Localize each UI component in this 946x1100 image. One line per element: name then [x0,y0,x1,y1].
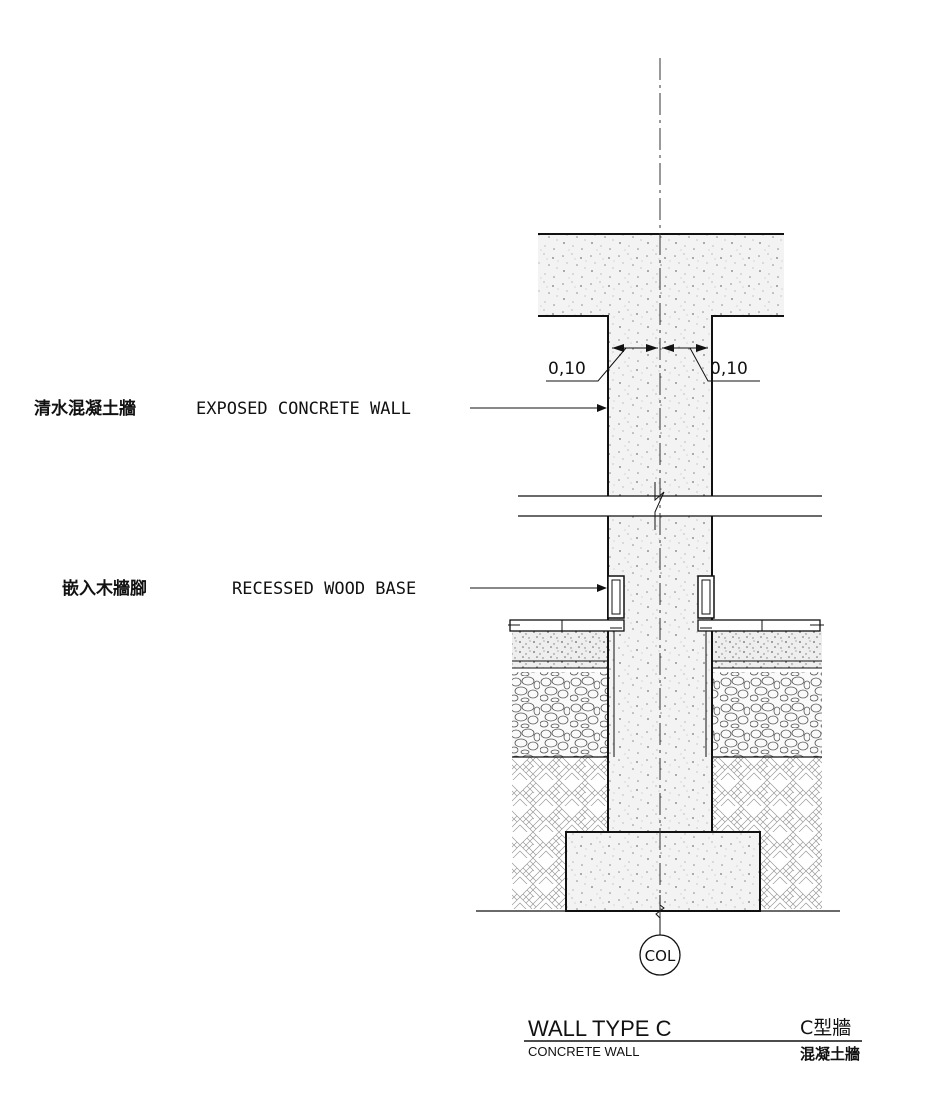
dimension-left: 0,10 [546,344,658,382]
label-recessed-wood-base: 嵌入木牆腳 RECESSED WOOD BASE [62,578,607,599]
break-lines [518,482,822,530]
label-wood-base-en: RECESSED WOOD BASE [232,579,416,599]
title-sub: CONCRETE WALL [528,1044,639,1059]
column-grid-tag: COL [639,934,681,976]
label-wood-base-cn: 嵌入木牆腳 [62,578,147,599]
gravel-layer [512,672,822,758]
col-tag-text: COL [645,947,676,965]
title-block: WALL TYPE C CONCRETE WALL C型牆 混凝土牆 [524,1016,862,1063]
label-exposed-concrete-wall: 清水混凝土牆 EXPOSED CONCRETE WALL [34,398,607,419]
dimension-right-text: 0,10 [710,359,748,379]
centerline-break [655,895,665,935]
sand-bed [512,631,822,669]
dimension-right: 0,10 [662,344,760,382]
top-slab [538,233,784,496]
floor-finish [508,619,824,632]
title-main: WALL TYPE C [528,1016,672,1041]
dimension-left-text: 0,10 [548,359,586,379]
label-exposed-wall-en: EXPOSED CONCRETE WALL [196,399,411,419]
title-cn-sub: 混凝土牆 [800,1045,860,1063]
title-cn: C型牆 [800,1017,851,1039]
label-exposed-wall-cn: 清水混凝土牆 [34,398,136,419]
recessed-wood-base [607,575,715,619]
